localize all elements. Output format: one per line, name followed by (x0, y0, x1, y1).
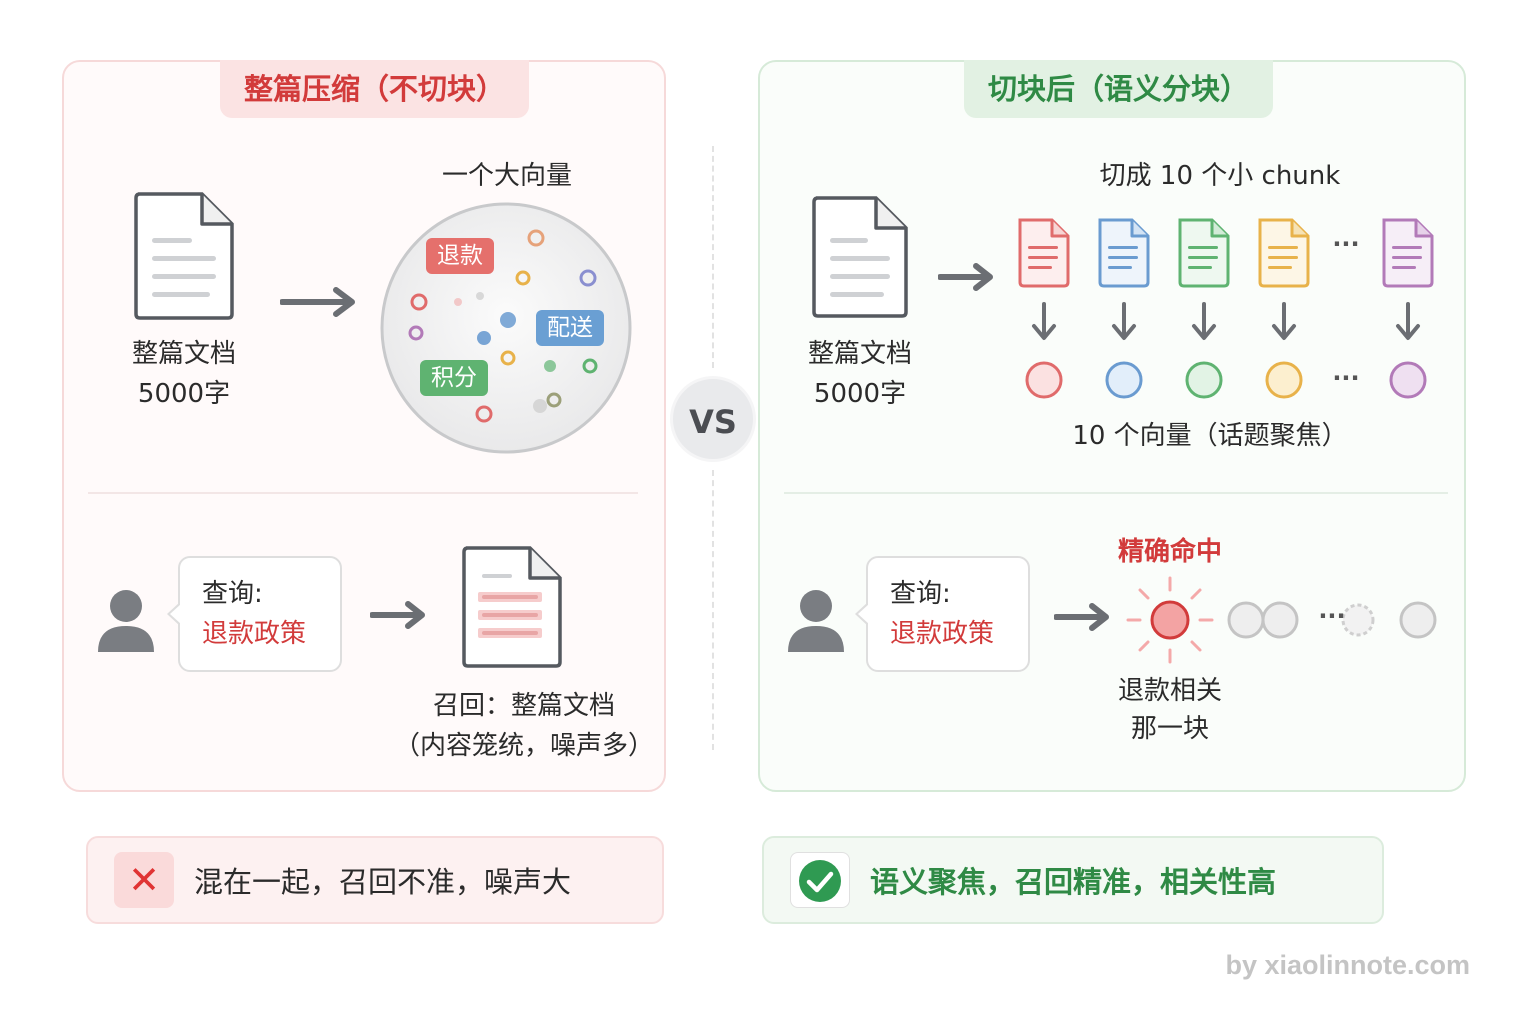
vector-caption: 一个大向量 (441, 161, 572, 191)
vs-divider-bottom (712, 470, 714, 750)
down-arrow-icons (1032, 302, 1420, 340)
query-text: 退款政策 (202, 619, 307, 649)
vector-circle-grey (1261, 601, 1299, 639)
vs-divider-top (712, 146, 714, 368)
hit-description: 退款相关 那一块 (1090, 672, 1250, 748)
ellipsis-chunks: ··· (1332, 230, 1360, 258)
panel-title-left: 整篇压缩（不切块） (220, 60, 530, 118)
doc-label-line1: 整篇文档 (807, 339, 912, 369)
hit-vector-row (1126, 576, 1437, 664)
doc-label-line2: 5000字 (813, 379, 907, 409)
ellipsis-vectors: ··· (1332, 364, 1360, 392)
vector-circle (1025, 361, 1063, 399)
tag-refund: 退款 (426, 238, 494, 274)
chunk-doc-icon (1098, 218, 1150, 288)
check-icon (790, 852, 850, 908)
chunk-doc-icon (1018, 218, 1070, 288)
vector-circle (1265, 361, 1303, 399)
doc-label-line1: 整篇文档 (131, 339, 236, 369)
hit-label: 精确命中 (1117, 537, 1222, 567)
doc-label-line2: 5000字 (137, 379, 231, 409)
user-avatar-icon (788, 590, 844, 652)
result-bad-box: ✕ 混在一起，召回不准，噪声大 (86, 836, 664, 924)
vector-circle (1105, 361, 1143, 399)
result-good-box: 语义聚焦，召回精准，相关性高 (762, 836, 1384, 924)
chunk-doc-icon (1382, 218, 1434, 288)
panel-whole-compression: 整篇压缩（不切块） 整篇文档 5000字 一个大向量 (62, 60, 666, 792)
query-prefix: 查询: (202, 579, 263, 609)
arrow-right-icon (370, 601, 425, 629)
panel-chunked: 切块后（语义分块） 整篇文档 5000字 切成 10 个小 chunk (758, 60, 1466, 792)
recall-line1: 召回：整篇文档 (432, 691, 615, 721)
chunk-doc-icon (1258, 218, 1310, 288)
cross-icon: ✕ (114, 852, 174, 908)
query-bubble-right: 查询: 退款政策 (855, 556, 1030, 672)
chunk-caption: 切成 10 个小 chunk (1099, 161, 1341, 191)
highlight-rays (1126, 576, 1214, 664)
doc-label-left: 整篇文档 5000字 (92, 334, 276, 414)
hit-vector-circle (1150, 600, 1190, 640)
divider-left (88, 492, 638, 494)
doc-label-right: 整篇文档 5000字 (772, 334, 948, 414)
hit-line2: 那一块 (1130, 714, 1209, 744)
chunk-doc-icon (1178, 218, 1230, 288)
recalled-document-icon (462, 546, 562, 668)
vs-badge: VS (670, 376, 756, 462)
query-prefix: 查询: (890, 579, 951, 609)
panel-title-right: 切块后（语义分块） (964, 60, 1274, 118)
vector-circle (1389, 361, 1427, 399)
arrow-right-icon (938, 263, 993, 291)
document-icon (134, 192, 234, 320)
tag-points: 积分 (420, 360, 488, 396)
vector-circle-grey (1341, 603, 1375, 637)
recall-label: 召回：整篇文档 （内容笼统，噪声多） (394, 686, 654, 766)
ellipsis-grey: ··· (1318, 602, 1346, 630)
user-avatar-icon (98, 590, 154, 652)
vectors-caption: 10 个向量（话题聚焦） (1072, 421, 1348, 451)
vector-circle (1185, 361, 1223, 399)
hit-line1: 退款相关 (1117, 676, 1222, 706)
recall-line2: （内容笼统，噪声多） (394, 731, 655, 761)
tag-delivery: 配送 (536, 310, 604, 346)
chunk-row (1018, 218, 1434, 399)
query-bubble-left: 查询: 退款政策 (167, 556, 342, 672)
vector-circle-grey (1399, 601, 1437, 639)
query-text: 退款政策 (890, 619, 995, 649)
divider-right (784, 492, 1448, 494)
arrow-right-icon (280, 287, 355, 317)
arrow-right-icon (1054, 603, 1109, 631)
vector-circle-grey (1227, 601, 1265, 639)
watermark: by xiaolinnote.com (1225, 950, 1470, 980)
document-icon (812, 196, 908, 318)
result-good-text: 语义聚焦，召回精准，相关性高 (870, 865, 1277, 899)
result-bad-text: 混在一起，召回不准，噪声大 (194, 865, 572, 899)
